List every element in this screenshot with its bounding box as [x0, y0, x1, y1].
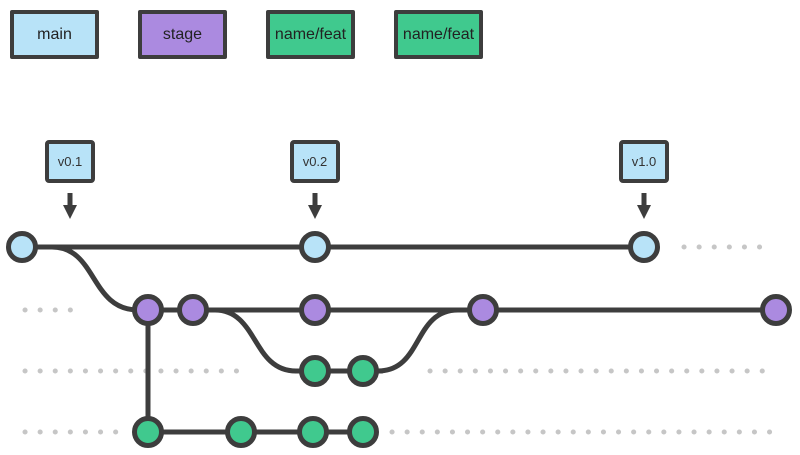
legend-label: stage [162, 25, 203, 43]
commit-node-stage-3 [299, 294, 331, 326]
tag-box [290, 140, 340, 183]
commit-node-main-1 [6, 231, 38, 263]
tag-label: v0.2 [303, 154, 328, 169]
branch-curve-stage-to-feat [212, 307, 299, 374]
tag-arrow-down-icon [308, 205, 322, 219]
release-tag-v0.1: v0.1 [45, 140, 95, 219]
legend-box-stage-1: stage [138, 10, 227, 59]
release-tag-v0.2: v0.2 [290, 140, 340, 219]
commit-node-stage-5 [760, 294, 792, 326]
commit-node-stage-4 [467, 294, 499, 326]
commit-node-stage-2 [177, 294, 209, 326]
commit-node-feat-upper-2 [347, 355, 379, 387]
tag-label: v1.0 [632, 154, 657, 169]
tag-arrow-down-icon [63, 205, 77, 219]
commit-nodes [6, 231, 792, 448]
legend-label: name/feat [402, 25, 475, 43]
legend-label: main [37, 25, 72, 43]
release-tag-v1.0: v1.0 [619, 140, 669, 219]
commit-node-feat-lower-1 [132, 416, 164, 448]
tag-box [619, 140, 669, 183]
tag-box [45, 140, 95, 183]
branch-curve-main-to-stage [49, 244, 141, 313]
branch-lines [19, 244, 779, 435]
legend-box-name-feat-2: name/feat [266, 10, 355, 59]
commit-node-stage-1 [132, 294, 164, 326]
merge-curve-feat-to-stage [375, 307, 461, 374]
legend-box-name-feat-3: name/feat [394, 10, 483, 59]
commit-node-feat-lower-4 [347, 416, 379, 448]
tag-arrow-down-icon [637, 205, 651, 219]
legend-box-main-0: main [10, 10, 99, 59]
tag-label: v0.1 [58, 154, 83, 169]
commit-node-feat-upper-1 [299, 355, 331, 387]
branch-legend: main stage name/feat name/feat [10, 10, 483, 59]
commit-node-main-3 [628, 231, 660, 263]
release-tags: v0.1 v0.2 v1.0 [45, 140, 669, 219]
commit-node-feat-lower-3 [297, 416, 329, 448]
legend-label: name/feat [274, 25, 347, 43]
commit-node-main-2 [299, 231, 331, 263]
commit-node-feat-lower-2 [225, 416, 257, 448]
